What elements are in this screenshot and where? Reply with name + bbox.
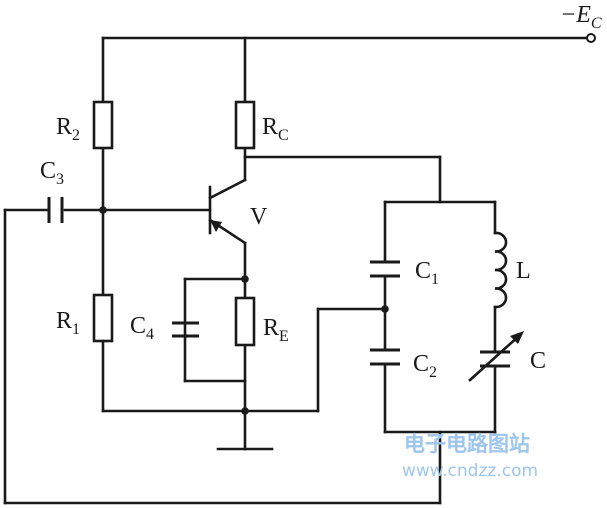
- watermark-url: www.cndzz.com: [402, 461, 538, 481]
- supply-ec-label: −EC: [560, 2, 602, 32]
- base-feedback-wire: [3, 206, 442, 505]
- collector-tank-wire: [243, 155, 442, 204]
- capacitor-c4: [172, 321, 199, 338]
- supply-rail: [101, 33, 596, 43]
- emitter-network-wire: [183, 275, 249, 413]
- capacitor-c2: [370, 348, 400, 366]
- capacitor-c3: [47, 197, 64, 223]
- watermark-title: 电子电路图站: [404, 432, 530, 456]
- capacitor-c1: [370, 260, 400, 278]
- r2-label: R2: [56, 114, 80, 144]
- resistor-re: [234, 296, 256, 347]
- transistor-v: [208, 178, 247, 300]
- r1-label: R1: [56, 308, 80, 338]
- tank-frame: [383, 200, 497, 434]
- rc-label: RC: [262, 114, 289, 144]
- inductor-l: [493, 231, 508, 309]
- c3-label: C3: [40, 158, 64, 188]
- c4-label: C4: [130, 313, 154, 343]
- resistor-r2: [92, 100, 114, 150]
- c1-label: C1: [415, 258, 439, 288]
- ground-symbol: [216, 409, 274, 451]
- transistor-v-label: V: [250, 204, 268, 230]
- c2-label: C2: [413, 351, 437, 381]
- re-label: RE: [263, 315, 289, 345]
- resistor-rc: [234, 100, 256, 150]
- variable-capacitor-c: [468, 331, 524, 382]
- c-label: C: [530, 348, 546, 374]
- resistor-r1: [92, 293, 114, 343]
- l-label: L: [516, 258, 531, 284]
